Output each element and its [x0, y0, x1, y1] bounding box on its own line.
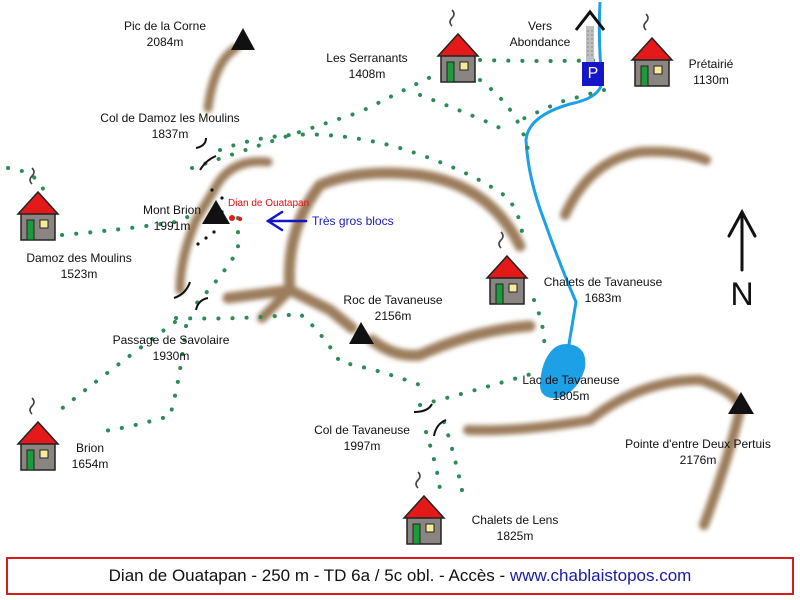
label-passage-savolaire: Passage de Savolaire 1930m [112, 333, 230, 363]
label-gros-blocs: Très gros blocs [312, 214, 394, 228]
ridge-pertuis [463, 375, 745, 436]
label-brion: Brion 1654m [71, 441, 109, 471]
ridge-east [560, 146, 711, 220]
summits [202, 28, 754, 414]
road-abondance [574, 9, 606, 62]
north-arrow-icon [727, 208, 757, 272]
arrow-gros-blocs-icon [265, 210, 308, 232]
boulder-spot [229, 215, 243, 222]
trail-passage-brion [58, 320, 188, 434]
trail-serranants-pretairie [478, 58, 602, 63]
parking-icon: P [582, 62, 604, 86]
arrow-abondance-icon [574, 9, 606, 31]
label-col-tavaneuse: Col de Tavaneuse 1997m [314, 423, 410, 453]
label-dian-ouatapan: Dian de Ouatapan [228, 198, 310, 209]
col-savolaire-mark [173, 281, 209, 311]
trails [6, 58, 606, 502]
trail-col-lens [424, 420, 466, 502]
summit-roc-tavaneuse-icon [349, 322, 374, 344]
footer-url-link[interactable]: www.chablaistopos.com [509, 566, 692, 585]
trail-dian-passage [188, 216, 240, 312]
label-pic-corne: Pic de la Corne 2084m [123, 19, 207, 49]
label-pretairie: Prétairié 1130m [688, 57, 734, 87]
ridges [175, 43, 745, 530]
chalet-pretairie-icon [631, 13, 673, 87]
chalet-brion-icon [17, 397, 59, 471]
chalet-damoz-icon [17, 167, 59, 241]
footer-caption: Dian de Ouatapan - 250 m - TD 6a / 5c ob… [6, 557, 794, 595]
lake [540, 344, 586, 399]
summit-pointe-pertuis-icon [728, 392, 754, 414]
ridge-roc-branch-1 [222, 284, 358, 334]
ridge-mont-brion [175, 157, 273, 295]
col-damoz-mark [195, 137, 217, 171]
chalet-lens-icon [403, 471, 445, 545]
ridge-roc-branch-2 [257, 285, 295, 323]
label-serranants: Les Serranants 1408m [326, 51, 408, 81]
ridge-pic-corne [203, 43, 241, 113]
north-label: N [730, 276, 754, 312]
col-tavaneuse-mark [413, 403, 447, 437]
trail-tavaneuse-lake [532, 298, 547, 350]
footer-text: Dian de Ouatapan - 250 m - TD 6a / 5c ob… [108, 566, 510, 585]
col-marks [173, 137, 447, 437]
trail-col-tavaneuse [418, 370, 540, 407]
label-pointe-pertuis: Pointe d'entre Deux Pertuis 2176m [625, 437, 771, 467]
label-lac-tavaneuse: Lac de Tavaneuse 1805m [522, 373, 620, 403]
crag-dots [196, 188, 224, 246]
ridge-tavaneuse-arc [283, 167, 526, 296]
summit-pic-corne-icon [231, 28, 255, 50]
label-roc-tavaneuse: Roc de Tavaneuse 2156m [343, 293, 443, 323]
chalet-serranants-icon [437, 9, 479, 83]
label-chalets-tavaneuse: Chalets de Tavaneuse 1683m [543, 275, 663, 305]
ridge-roc-south [366, 320, 536, 361]
trail-col-serranants [190, 73, 437, 170]
label-mont-brion: Mont Brion 1991m [142, 203, 202, 233]
label-chalets-lens: Chalets de Lens 1825m [471, 513, 559, 543]
summit-mont-brion-icon [202, 200, 230, 224]
trail-serranants-tavaneuse [418, 78, 530, 152]
trail-damoz-col [6, 166, 202, 237]
label-col-damoz: Col de Damoz les Moulins 1837m [100, 111, 240, 141]
ridge-pertuis-south [699, 405, 745, 530]
label-vers-abondance: Vers Abondance [509, 19, 571, 49]
label-damoz-moulins: Damoz des Moulins 1523m [26, 251, 132, 281]
